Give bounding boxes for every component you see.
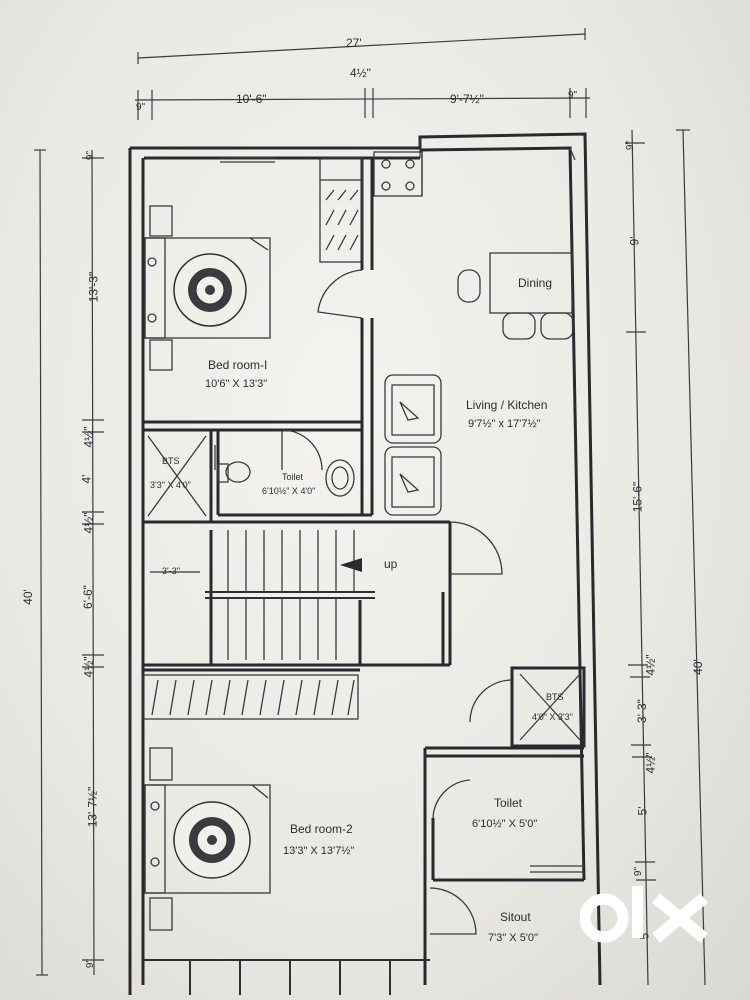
bath1-toilet1-walls (141, 428, 450, 524)
bedroom2-size: 13'3" X 13'7½" (283, 845, 355, 857)
dim-right-toilet: 5' (635, 806, 650, 816)
dim-overall-depth-right: 40' (690, 659, 705, 675)
dim-left-wall-b: 4½" (81, 512, 96, 534)
dim-left-top-wall: 9" (85, 150, 97, 161)
dim-right-wall-b: 4½" (643, 752, 658, 774)
olx-logo-icon (580, 886, 708, 943)
bath2-toilet2-sitout-walls (143, 666, 586, 995)
stair-arrow-icon (340, 558, 362, 572)
stair-passage-width: 3'-3" (162, 566, 180, 576)
bedroom1-title: Bed room-I (208, 358, 268, 372)
dim-left-stair: 6'-6" (80, 585, 95, 609)
living-size: 9'7½" x 17'7½" (468, 418, 541, 430)
dim-left-bedroom2: 13'-7½" (85, 786, 100, 828)
living-kitchen-area (373, 151, 574, 516)
bed1 (144, 205, 271, 371)
dim-top-left-wall: 9" (136, 102, 146, 113)
dining-title: Dining (518, 276, 553, 290)
olx-watermark-logo (580, 880, 715, 950)
bath1-title: BTS (162, 456, 180, 466)
dim-bedroom-width: 10'-6" (236, 92, 267, 106)
stair-treads (227, 530, 355, 660)
top-dimension-lines (134, 28, 591, 120)
dim-overall-depth-left: 40' (20, 589, 35, 605)
toilet2-size: 6'10½" X 5'0" (472, 818, 538, 830)
dim-left-wall-c: 4½" (81, 656, 96, 678)
left-dimension-lines (34, 149, 104, 976)
bedroom1-size: 10'6" X 13'3" (205, 378, 268, 390)
dim-right-dining: 9' (627, 236, 642, 246)
dim-top-right-wall: 9" (568, 90, 578, 101)
dim-right-width: 9'-7½" (450, 92, 484, 106)
dim-right-top-wall: 9" (625, 140, 637, 151)
dim-top-stair-wall: 4½" (350, 66, 371, 80)
living-title: Living / Kitchen (466, 398, 548, 412)
right-dimension-lines (625, 129, 706, 986)
dim-right-wall-c: 9" (633, 866, 645, 877)
stair-up-label: up (384, 557, 398, 571)
toilet1-title: Toilet (282, 472, 304, 482)
dim-right-bath: 3'-3" (634, 699, 649, 723)
dim-overall-width: 27' (346, 36, 362, 50)
dim-right-living: 15'-6" (630, 481, 645, 513)
toilet1-size: 6'10½" X 4'0" (262, 486, 316, 496)
staircase (143, 521, 503, 672)
bath1-size: 3'3" X 4'0" (150, 480, 191, 490)
bath2-size: 4'0" X 3'3" (532, 712, 573, 722)
dim-left-bottom-wall: 9" (85, 958, 97, 969)
sitout-title: Sitout (500, 910, 531, 924)
wardrobe2-hatch (151, 679, 355, 716)
toilet2-title: Toilet (494, 796, 523, 810)
dim-left-bedroom1: 13'-3" (86, 271, 101, 303)
bath2-title: BTS (546, 692, 564, 702)
wardrobe1-hatch (325, 189, 359, 251)
dim-left-wall-a: 4½" (81, 426, 96, 448)
bedroom2 (142, 674, 359, 931)
dim-right-wall-a: 4½" (643, 654, 658, 676)
sitout-size: 7'3" X 5'0" (488, 932, 538, 944)
dim-left-bath: 4' (79, 474, 94, 484)
bedroom2-title: Bed room-2 (290, 822, 353, 836)
